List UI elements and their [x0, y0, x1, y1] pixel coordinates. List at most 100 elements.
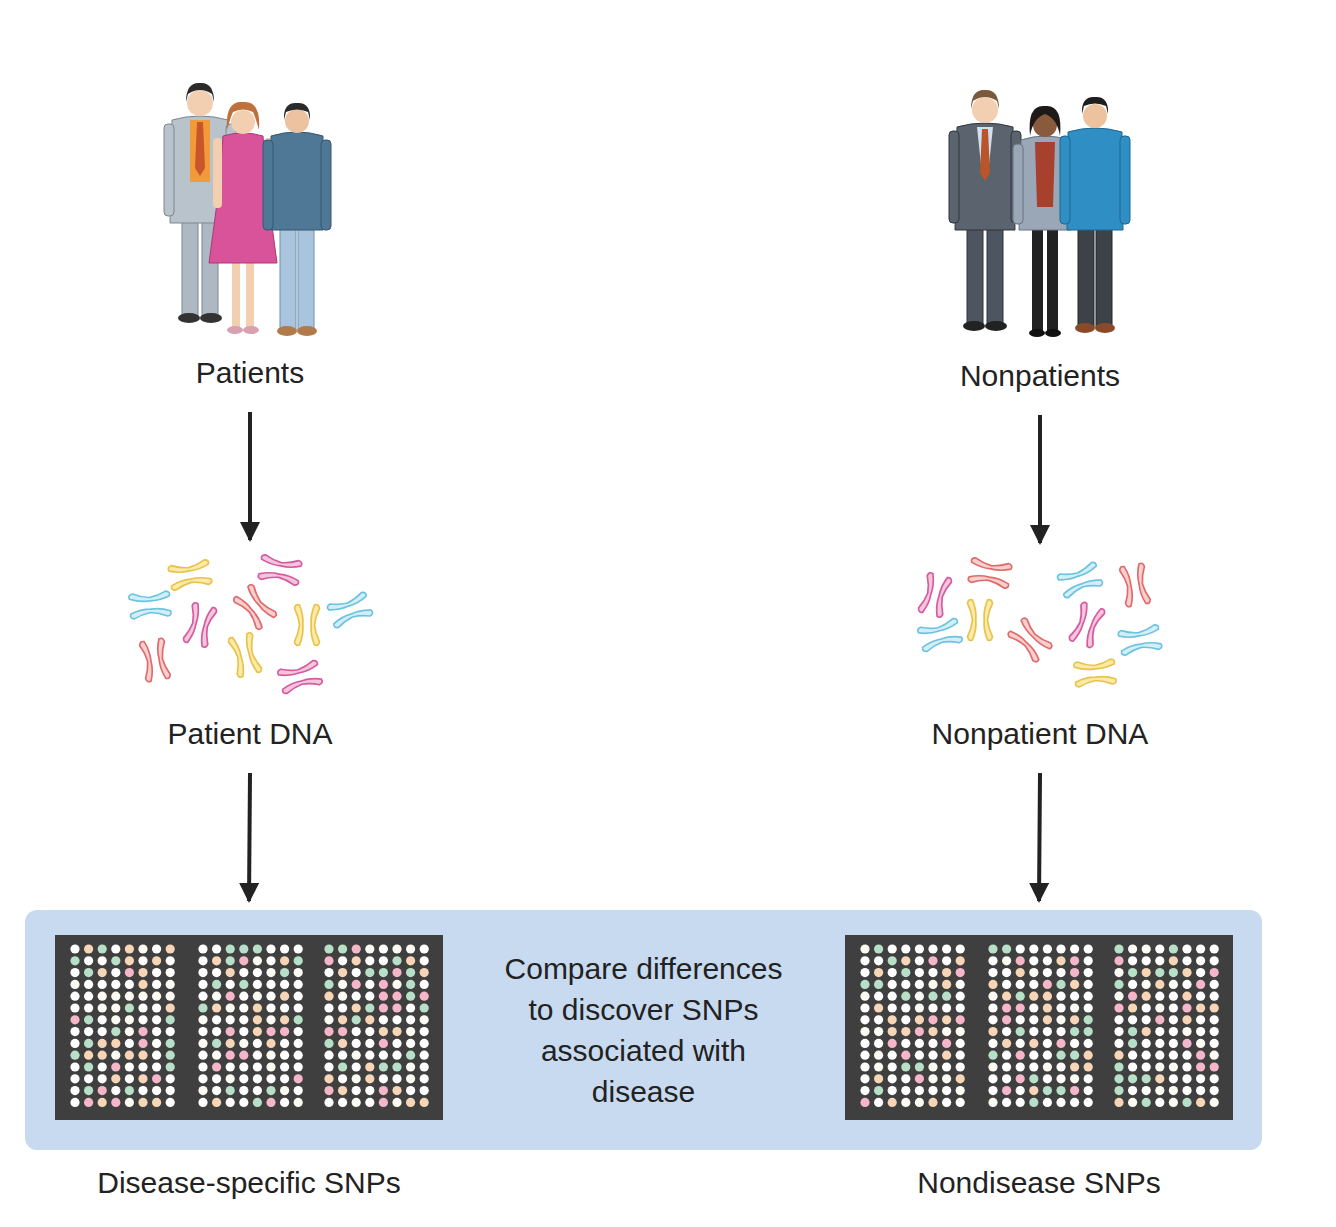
- array-spot: [1016, 944, 1025, 953]
- array-spot: [956, 992, 965, 1001]
- array-spot: [212, 1039, 221, 1048]
- array-spot: [928, 1015, 937, 1024]
- array-spot: [111, 956, 120, 965]
- array-spot: [212, 944, 221, 953]
- nonpatients-figures: [1045, 329, 1061, 337]
- array-spot: [1084, 1051, 1093, 1060]
- patients-figures: [190, 120, 210, 182]
- array-spot: [125, 1098, 134, 1107]
- array-spot: [406, 1039, 415, 1048]
- array-spot: [901, 1039, 910, 1048]
- array-spot: [1142, 1015, 1151, 1024]
- nonpatients-figures: [972, 97, 998, 123]
- array-spot: [915, 1074, 924, 1083]
- array-spot: [253, 980, 262, 989]
- array-spot: [138, 992, 147, 1001]
- node-label: Patients: [142, 354, 358, 392]
- array-spot: [988, 944, 997, 953]
- array-spot: [226, 1098, 235, 1107]
- array-spot: [1155, 1003, 1164, 1012]
- node-label: Nonpatients: [932, 357, 1148, 395]
- patients-figures: [232, 258, 240, 328]
- array-spot: [239, 1039, 248, 1048]
- array-spot: [266, 1074, 275, 1083]
- array-spot: [111, 1062, 120, 1071]
- array-spot: [138, 1015, 147, 1024]
- array-spot: [266, 1098, 275, 1107]
- array-spot: [352, 1074, 361, 1083]
- array-spot: [860, 980, 869, 989]
- array-spot: [1016, 1003, 1025, 1012]
- array-spot: [942, 1062, 951, 1071]
- array-spot: [125, 1062, 134, 1071]
- array-spot: [988, 980, 997, 989]
- array-spot: [338, 1074, 347, 1083]
- array-spot: [1084, 980, 1093, 989]
- array-spot: [379, 992, 388, 1001]
- array-spot: [226, 992, 235, 1001]
- array-spot: [1169, 1003, 1178, 1012]
- array-spot: [874, 980, 883, 989]
- array-spot: [226, 1051, 235, 1060]
- array-spot: [988, 1051, 997, 1060]
- array-spot: [84, 1086, 93, 1095]
- array-spot: [1155, 956, 1164, 965]
- nonpatients-figures: [980, 129, 990, 181]
- array-spot: [84, 1003, 93, 1012]
- array-spot: [198, 944, 207, 953]
- nonpatient-chromosomes: [1057, 561, 1104, 598]
- array-spot: [1142, 1027, 1151, 1036]
- array-spot: [226, 1062, 235, 1071]
- array-spot: [324, 1015, 333, 1024]
- patient-chromosomes: [228, 632, 263, 678]
- array-spot: [352, 1039, 361, 1048]
- array-spot: [253, 992, 262, 1001]
- array-spot: [280, 944, 289, 953]
- array-spot: [888, 956, 897, 965]
- array-spot: [338, 944, 347, 953]
- array-spot: [1043, 1062, 1052, 1071]
- array-spot: [198, 968, 207, 977]
- array-spot: [1196, 1051, 1205, 1060]
- array-spot: [338, 1015, 347, 1024]
- array-spot: [138, 968, 147, 977]
- flow-arrow: [1039, 773, 1040, 901]
- array-spot: [324, 1051, 333, 1060]
- array-spot: [1114, 1086, 1123, 1095]
- array-spot: [901, 1074, 910, 1083]
- array-spot: [98, 1086, 107, 1095]
- array-spot: [70, 1086, 79, 1095]
- array-spot: [1196, 1027, 1205, 1036]
- array-spot: [111, 1051, 120, 1060]
- array-spot: [212, 1062, 221, 1071]
- array-spot: [125, 1003, 134, 1012]
- nonpatient-chromosomes: [1007, 617, 1054, 664]
- array-spot: [1142, 1098, 1151, 1107]
- array-spot: [1043, 1027, 1052, 1036]
- array-spot: [352, 1086, 361, 1095]
- array-spot: [111, 1015, 120, 1024]
- array-spot: [166, 980, 175, 989]
- array-spot: [226, 956, 235, 965]
- array-spot: [942, 956, 951, 965]
- array-spot: [239, 1015, 248, 1024]
- array-spot: [1002, 1086, 1011, 1095]
- patients-figures: [231, 110, 255, 134]
- array-spot: [253, 944, 262, 953]
- array-spot: [379, 944, 388, 953]
- array-spot: [1169, 968, 1178, 977]
- array-spot: [1196, 1086, 1205, 1095]
- array-spot: [294, 992, 303, 1001]
- array-spot: [1196, 944, 1205, 953]
- array-spot: [352, 1098, 361, 1107]
- array-spot: [1056, 944, 1065, 953]
- array-spot: [1128, 956, 1137, 965]
- array-spot: [379, 956, 388, 965]
- array-spot: [1196, 1074, 1205, 1083]
- array-spot: [874, 956, 883, 965]
- array-spot: [324, 1074, 333, 1083]
- array-spot: [888, 992, 897, 1001]
- patient-chromosomes: [295, 605, 320, 646]
- patients-figures: [227, 326, 243, 334]
- array-spot: [888, 968, 897, 977]
